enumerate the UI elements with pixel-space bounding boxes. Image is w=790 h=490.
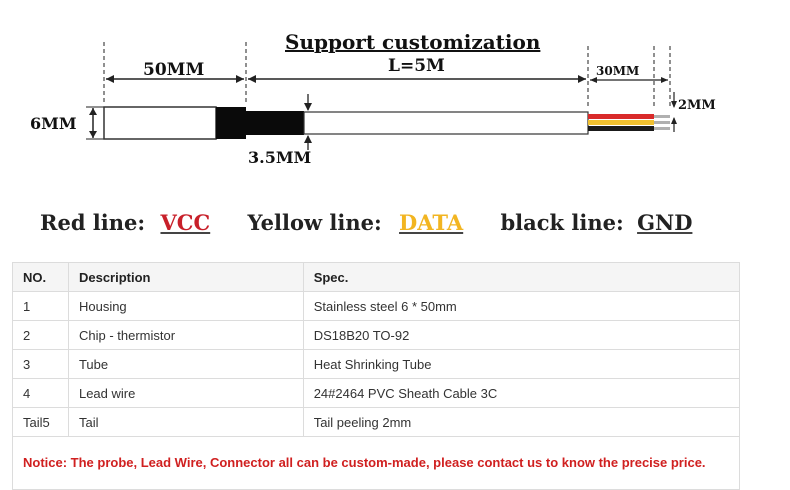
row-description: Tail	[67, 407, 304, 437]
header-no: NO.	[12, 262, 69, 292]
dim-housing-length: 50MM	[143, 60, 205, 80]
row-no: 4	[12, 378, 69, 408]
black-line-value: GND	[637, 210, 693, 235]
row-description: Tube	[67, 349, 304, 379]
row-spec: Tail peeling 2mm	[302, 407, 741, 437]
probe-dimension-diagram: Support customization 50MM L=5M 30MM 6MM…	[0, 0, 790, 200]
row-description: Chip - thermistor	[67, 320, 304, 350]
table-row: 4 Lead wire 24#2464 PVC Sheath Cable 3C	[12, 378, 741, 408]
notice-row: Notice: The probe, Lead Wire, Connector …	[12, 436, 740, 490]
wire-color-legend: Red line: VCC Yellow line: DATA black li…	[40, 210, 760, 246]
row-spec: Heat Shrinking Tube	[302, 349, 741, 379]
header-description: Description	[67, 262, 304, 292]
row-spec: Stainless steel 6 * 50mm	[302, 291, 741, 321]
notice-text: Notice: The probe, Lead Wire, Connector …	[12, 436, 740, 490]
row-no: Tail5	[12, 407, 69, 437]
row-spec: DS18B20 TO-92	[302, 320, 741, 350]
yellow-line-label: Yellow line:	[247, 210, 382, 235]
red-line-value: VCC	[160, 210, 211, 235]
probe-drawing	[86, 42, 677, 150]
table-header-row: NO. Description Spec.	[12, 262, 741, 292]
table-row: 2 Chip - thermistor DS18B20 TO-92	[12, 320, 741, 350]
dim-tube-diameter: 3.5MM	[248, 148, 312, 167]
red-line-label: Red line:	[40, 210, 146, 235]
row-no: 1	[12, 291, 69, 321]
row-no: 3	[12, 349, 69, 379]
header-spec: Spec.	[302, 262, 741, 292]
dim-strip-length: 30MM	[596, 64, 640, 78]
row-description: Housing	[67, 291, 304, 321]
black-line-label: black line:	[500, 210, 624, 235]
dim-tail-length: 2MM	[678, 98, 716, 113]
table-row: Tail5 Tail Tail peeling 2mm	[12, 407, 741, 437]
diagram-title: Support customization	[285, 30, 541, 54]
yellow-line-value: DATA	[399, 210, 464, 235]
table-row: 3 Tube Heat Shrinking Tube	[12, 349, 741, 379]
spec-table: NO. Description Spec. 1 Housing Stainles…	[12, 262, 741, 490]
table-row: 1 Housing Stainless steel 6 * 50mm	[12, 291, 741, 321]
row-spec: 24#2464 PVC Sheath Cable 3C	[302, 378, 741, 408]
row-no: 2	[12, 320, 69, 350]
row-description: Lead wire	[67, 378, 304, 408]
dim-cable-length: L=5M	[388, 56, 445, 76]
dim-diameter: 6MM	[30, 114, 77, 133]
